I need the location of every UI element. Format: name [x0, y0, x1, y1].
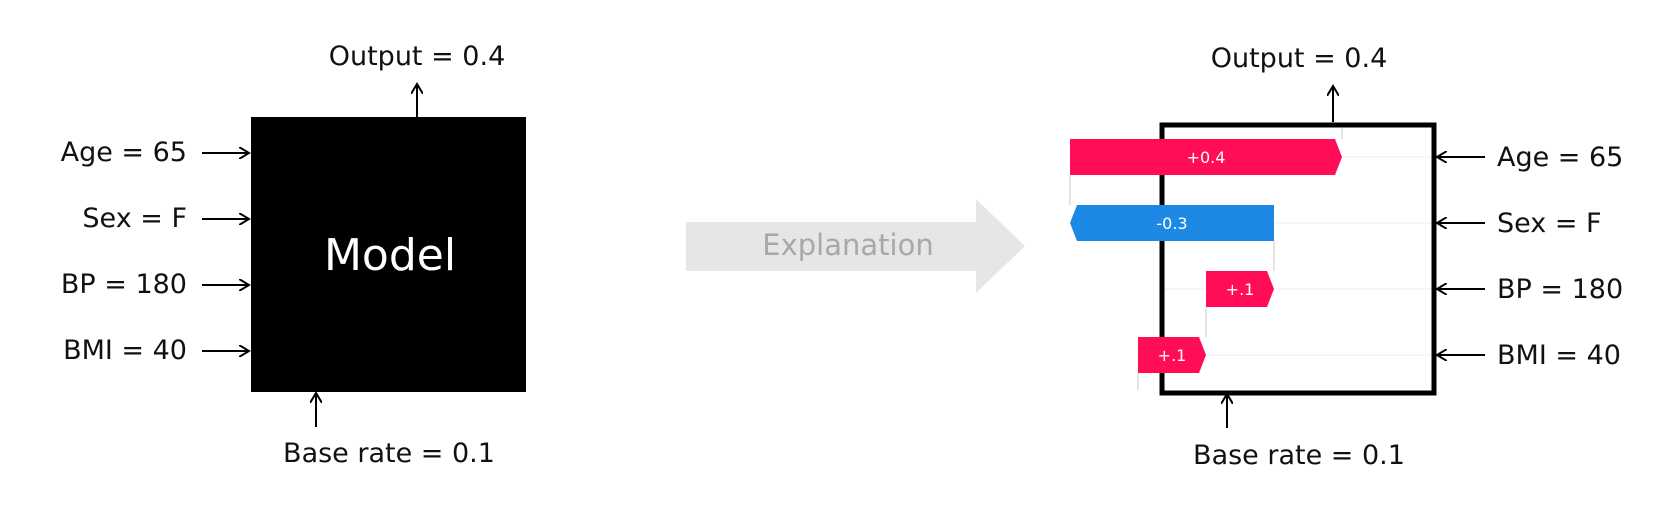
contribution-label: +.1	[1226, 280, 1255, 299]
contribution-label: -0.3	[1156, 214, 1187, 233]
left-feature-sex: Sex = F	[82, 203, 249, 234]
left-base-rate-label: Base rate = 0.1	[283, 438, 495, 469]
right-feature-label: Age = 65	[1497, 142, 1623, 173]
left-panel: Output = 0.4 Model Age = 65 Sex = F BP =…	[61, 41, 526, 469]
left-feature-label: Sex = F	[82, 203, 187, 234]
right-feature-bmi: BMI = 40	[1437, 340, 1621, 371]
right-feature-bp: BP = 180	[1437, 274, 1623, 305]
model-box	[251, 117, 526, 392]
right-output-label: Output = 0.4	[1211, 43, 1388, 74]
left-feature-age: Age = 65	[61, 137, 249, 168]
contribution-label: +0.4	[1187, 148, 1226, 167]
left-feature-label: Age = 65	[61, 137, 187, 168]
waterfall-connectors	[1069, 128, 1343, 390]
waterfall-bars: +0.4 -0.3 +.1 +.1	[1070, 139, 1342, 373]
right-feature-label: Sex = F	[1497, 208, 1602, 239]
left-feature-bmi: BMI = 40	[63, 335, 249, 366]
left-output-label: Output = 0.4	[329, 41, 506, 72]
contribution-bar	[1206, 271, 1274, 307]
right-feature-sex: Sex = F	[1437, 208, 1602, 239]
right-base-rate-label: Base rate = 0.1	[1193, 440, 1405, 471]
right-feature-age: Age = 65	[1437, 142, 1623, 173]
right-feature-label: BMI = 40	[1497, 340, 1621, 371]
explanation-label: Explanation	[762, 228, 933, 262]
contribution-bar	[1138, 337, 1206, 373]
model-label: Model	[324, 230, 456, 281]
right-panel: Output = 0.4 +0.4 -0.3 +.1 +.1 Age = 65 Sex…	[1069, 43, 1623, 471]
explanation-arrow-shape	[686, 199, 1025, 293]
contribution-label: +.1	[1158, 346, 1187, 365]
left-feature-bp: BP = 180	[61, 269, 249, 300]
left-feature-label: BP = 180	[61, 269, 187, 300]
contribution-bar	[1070, 205, 1274, 241]
explanation-arrow: Explanation	[686, 199, 1025, 293]
left-feature-label: BMI = 40	[63, 335, 187, 366]
contribution-bar	[1070, 139, 1342, 175]
right-feature-label: BP = 180	[1497, 274, 1623, 305]
